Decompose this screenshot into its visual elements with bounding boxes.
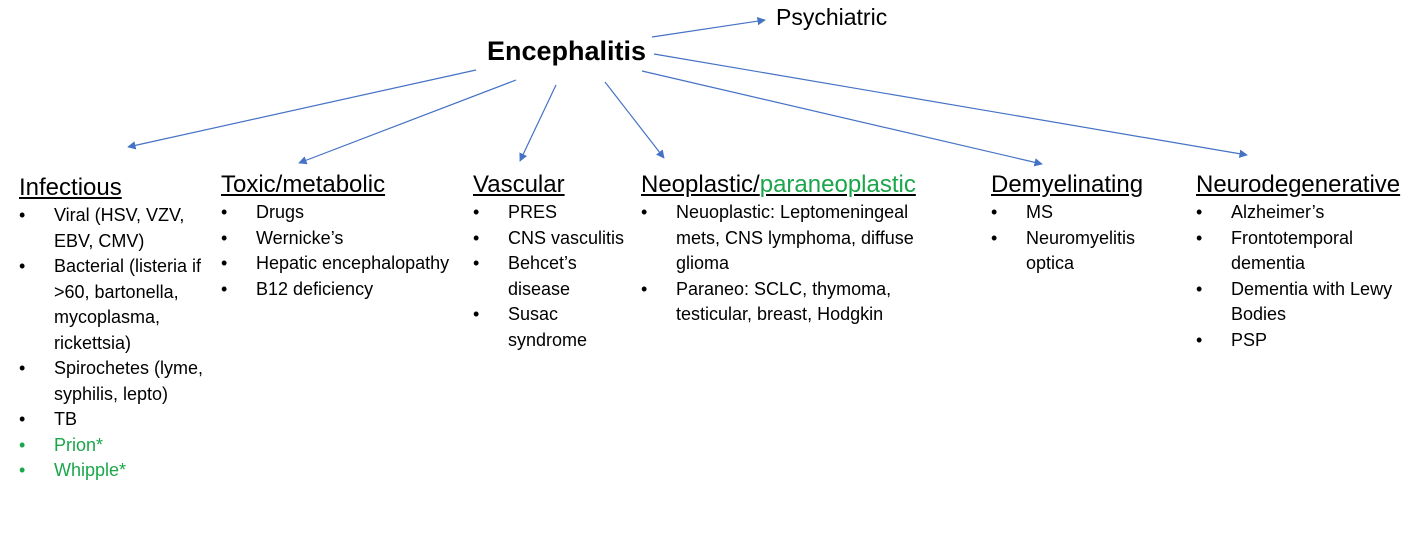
list-item: Wernicke’s — [221, 226, 451, 252]
node-psychiatric: Psychiatric — [776, 4, 888, 30]
arrow-to-neoplastic — [604, 81, 665, 159]
list-item: Susac syndrome — [473, 302, 638, 353]
category-neoplastic-paraneoplastic: Neoplastic/paraneoplastic Neuoplastic: L… — [641, 170, 956, 328]
list-item: Bacterial (listeria if >60, bartonella, … — [19, 254, 214, 356]
category-title-highlight: paraneoplastic — [759, 171, 916, 198]
category-title: Vascular — [473, 171, 565, 198]
category-title: Neurodegenerative — [1196, 171, 1401, 198]
list-item: Behcet’s disease — [473, 251, 638, 302]
arrow-to-neurodegenerative — [653, 53, 1248, 158]
list-item: Viral (HSV, VZV, EBV, CMV) — [19, 203, 214, 254]
category-title: Demyelinating — [991, 171, 1144, 198]
list-item: MS — [991, 200, 1176, 226]
list-item: Neuromyelitis optica — [991, 226, 1176, 277]
arrow-to-infectious — [127, 69, 477, 150]
list-item: PRES — [473, 200, 638, 226]
arrow-to-vascular — [519, 84, 557, 162]
list-item-highlighted: Whipple* — [19, 458, 214, 484]
category-title: Toxic/metabolic — [221, 171, 386, 198]
list-item: Frontotemporal dementia — [1196, 226, 1418, 277]
list-item: TB — [19, 407, 214, 433]
item-list: Neuoplastic: Leptomeningeal mets, CNS ly… — [641, 200, 956, 328]
list-item: Hepatic encephalopathy — [221, 251, 451, 277]
list-item: Spirochetes (lyme, syphilis, lepto) — [19, 356, 214, 407]
arrow-to-demyelinating — [641, 70, 1043, 167]
category-demyelinating: Demyelinating MS Neuromyelitis optica — [991, 170, 1176, 277]
category-title: Infectious — [19, 174, 122, 201]
item-list: Viral (HSV, VZV, EBV, CMV) Bacterial (li… — [19, 203, 214, 484]
category-vascular: Vascular PRES CNS vasculitis Behcet’s di… — [473, 170, 638, 353]
list-item: Neuoplastic: Leptomeningeal mets, CNS ly… — [641, 200, 956, 277]
category-title-main: Neoplastic/ — [641, 171, 760, 198]
category-toxic-metabolic: Toxic/metabolic Drugs Wernicke’s Hepatic… — [221, 170, 451, 302]
item-list: MS Neuromyelitis optica — [991, 200, 1176, 277]
list-item: Paraneo: SCLC, thymoma, testicular, brea… — [641, 277, 956, 328]
list-item-highlighted: Prion* — [19, 433, 214, 459]
list-item: Drugs — [221, 200, 451, 226]
category-title: Neoplastic/paraneoplastic — [641, 170, 956, 200]
arrow-to-toxic-metabolic — [298, 79, 517, 165]
list-item: PSP — [1196, 328, 1418, 354]
list-item: Dementia with Lewy Bodies — [1196, 277, 1418, 328]
list-item: B12 deficiency — [221, 277, 451, 303]
arrow-to-psychiatric — [651, 16, 766, 38]
category-neurodegenerative: Neurodegenerative Alzheimer’s Frontotemp… — [1196, 170, 1418, 353]
category-infectious: Infectious Viral (HSV, VZV, EBV, CMV) Ba… — [19, 173, 214, 484]
item-list: PRES CNS vasculitis Behcet’s disease Sus… — [473, 200, 638, 353]
list-item: CNS vasculitis — [473, 226, 638, 252]
item-list: Alzheimer’s Frontotemporal dementia Deme… — [1196, 200, 1418, 353]
root-node-encephalitis: Encephalitis — [487, 36, 647, 66]
list-item: Alzheimer’s — [1196, 200, 1418, 226]
item-list: Drugs Wernicke’s Hepatic encephalopathy … — [221, 200, 451, 302]
